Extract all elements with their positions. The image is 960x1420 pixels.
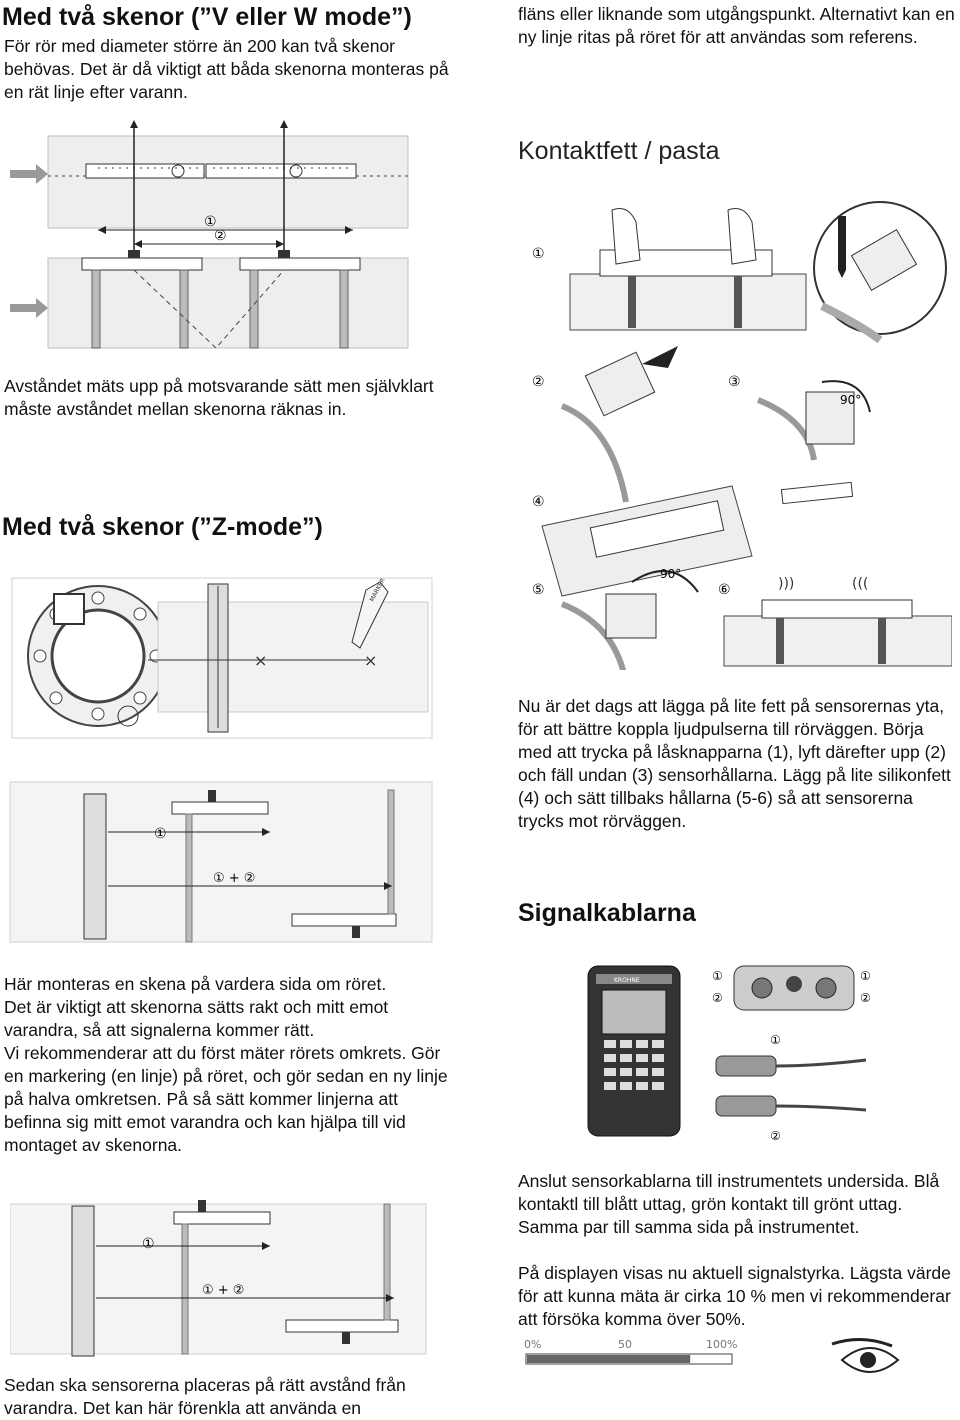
signal-strength-fill [527,1355,691,1363]
signal-heading: Signalkablarna [518,899,696,927]
z-mode-heading: Med två skenor (”Z-mode”) [2,513,323,541]
svg-text:90°: 90° [660,567,681,581]
svg-text:①: ① [770,1033,781,1047]
signal-strength-scale: 0% 50 100% [524,1338,900,1373]
svg-text:②: ② [860,991,871,1005]
instrument-figure: KROHNE ① ② ① ② ① ② [587,965,871,1142]
eye-icon [831,1338,900,1373]
svg-text:⑤: ⑤ [532,582,545,598]
svg-text:))): ))) [778,576,794,592]
contact-grease-figure: ① ② ③ 90° ④ ⑤ 90° ⑥ ))) ((( [532,201,952,670]
svg-text:④: ④ [532,494,545,510]
display-screen [601,989,667,1035]
scale-label-50: 50 [618,1338,632,1351]
hand-icon [611,208,641,265]
sensor-cable-icon [715,1055,867,1117]
z-mode-text: Här monteras en skena på vardera sida om… [4,974,448,1155]
svg-text:②: ② [770,1129,781,1142]
svg-text:②: ② [532,374,545,390]
hand-icon [727,208,757,265]
label-two: ② [214,228,227,244]
svg-text:⑥: ⑥ [718,582,731,598]
svg-text:×: × [254,651,267,670]
top-right-text: fläns eller liknande som utgångspunkt. A… [518,4,955,47]
svg-text:KROHNE: KROHNE [614,977,640,984]
svg-text:×: × [364,651,377,670]
svg-text:① + ②: ① + ② [213,871,255,886]
v-mode-figure: ① ② [10,120,409,349]
svg-text:90°: 90° [840,393,861,407]
label-one: ① [204,214,217,230]
scale-label-100: 100% [706,1338,737,1351]
press-arrow-icon [838,216,846,278]
v-mode-caption: Avståndet mäts upp på motsvarande sätt m… [4,376,434,419]
contact-heading: Kontaktfett / pasta [518,137,720,165]
direction-arrow-icon [10,164,48,184]
svg-text:(((: ((( [852,576,868,592]
bottom-text: Sedan ska sensorerna placeras på rätt av… [4,1375,406,1418]
z-mode-figure-2: ① ① + ② [10,1200,427,1357]
strength-text: På displayen visas nu aktuell signalstyr… [518,1263,951,1329]
scale-label-0: 0% [524,1338,541,1351]
v-mode-heading: Med två skenor (”V eller W mode”) [2,3,412,31]
svg-text:③: ③ [728,374,741,390]
svg-text:① + ②: ① + ② [202,1283,244,1298]
svg-text:①: ① [860,969,871,983]
direction-arrow-icon [10,298,48,318]
svg-text:①: ① [142,1236,155,1252]
grease-tube-icon [780,481,854,505]
contact-text: Nu är det dags att lägga på lite fett på… [518,696,951,831]
svg-text:①: ① [532,246,545,262]
z-mode-figure: × × MARKER ① ① + ② [9,577,433,943]
svg-text:②: ② [712,991,723,1005]
v-mode-text: För rör med diameter större än 200 kan t… [4,36,449,102]
svg-text:①: ① [154,826,167,842]
signal-text: Anslut sensorkablarna till instrumentets… [518,1171,940,1237]
svg-text:①: ① [712,969,723,983]
